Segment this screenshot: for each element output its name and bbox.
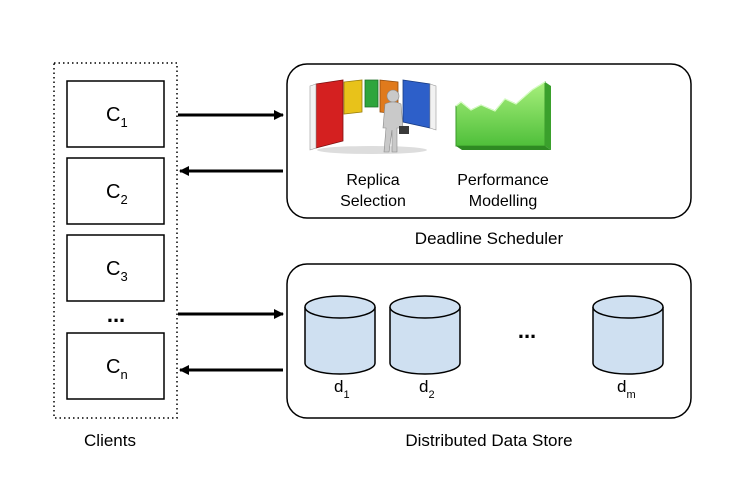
door-green [364,79,379,108]
disk-icon-m [592,295,664,375]
clients-container [53,62,178,419]
client-box-3: C3 [66,234,165,302]
performance-modelling-label-line1: Performance [457,172,549,189]
scheduler-title: Deadline Scheduler [415,229,564,248]
datastore-box [286,263,692,419]
door-red [315,79,344,149]
client-box-2: C2 [66,157,165,225]
person-icon [382,89,409,153]
disk-label-1: d1 [334,377,350,401]
client-label-n: Cn [106,356,128,382]
client-label-1: C1 [106,104,128,130]
disk-icon-2 [389,295,461,375]
disk-icon-1 [304,295,376,375]
client-box-1: C1 [66,80,165,148]
client-label-3: C3 [106,258,128,284]
clients-ellipsis: ... [107,302,125,327]
datastore-title: Distributed Data Store [405,431,572,450]
replica-selection-label-line2: Selection [340,193,406,210]
door-yellow [343,79,363,115]
clients-title: Clients [84,431,136,450]
datastore-ellipsis: ... [518,318,536,343]
replica-doors-icon [309,79,437,154]
disk-label-2: d2 [419,377,435,401]
performance-modelling-label-line2: Modelling [469,193,537,210]
performance-chart-icon [455,81,551,150]
client-box-n: Cn [66,332,165,400]
door-blue [402,79,431,129]
replica-selection-label-line1: Replica [346,172,399,189]
disk-label-m: dm [617,377,636,401]
client-label-2: C2 [106,181,128,207]
